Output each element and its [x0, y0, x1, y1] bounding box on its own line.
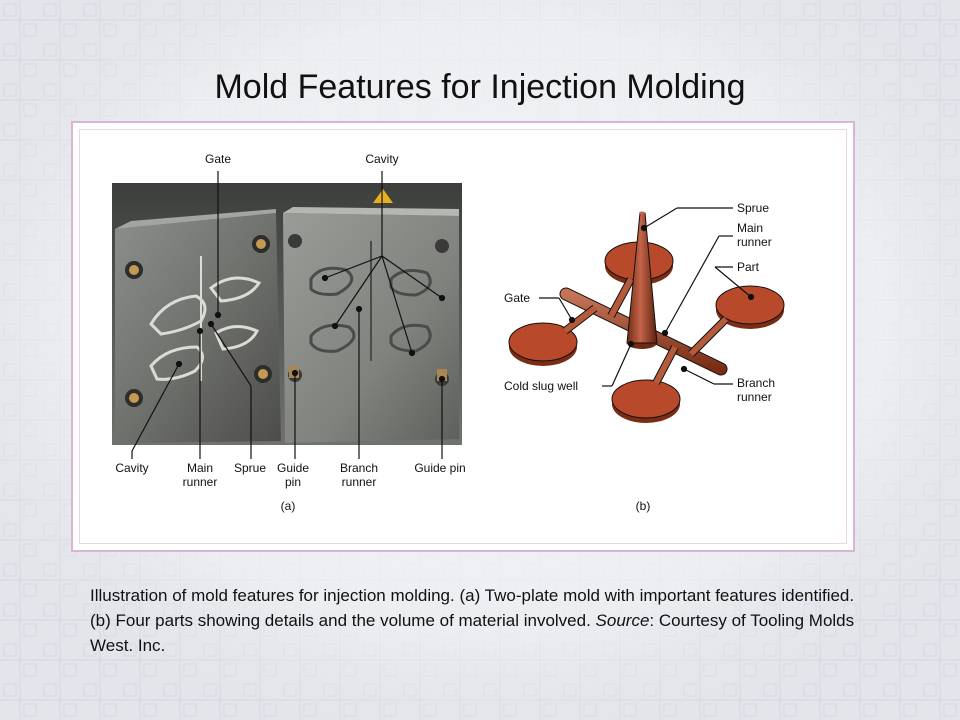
figure-caption: Illustration of mold features for inject… [90, 583, 870, 658]
label-branch-runner-1: Branch [340, 461, 378, 475]
label-guide-pin-right: Guide pin [414, 461, 465, 475]
warning-icon [373, 189, 393, 203]
photo-leaders [131, 171, 446, 459]
label-b-main-runner-2: runner [737, 235, 772, 249]
label-cavity-bottom: Cavity [115, 461, 148, 475]
caption-source-label: Source [595, 611, 650, 630]
illustration-leaders [539, 207, 755, 387]
figure-b-label: (b) [636, 499, 651, 513]
label-b-sprue: Sprue [737, 201, 769, 215]
label-b-branch-runner-2: runner [737, 390, 772, 404]
part-right [715, 285, 785, 329]
label-gate: Gate [205, 152, 231, 166]
caption-text-1: Illustration of mold features for inject… [90, 586, 855, 630]
figure-a-label: (a) [281, 499, 296, 513]
label-main-runner-2: runner [183, 475, 218, 489]
label-b-part: Part [737, 260, 760, 274]
mold-photo [112, 183, 462, 445]
label-guide-pin-1: Guide [277, 461, 309, 475]
slide-title: Mold Features for Injection Molding [214, 68, 746, 106]
figure-canvas: Gate Cavity Cavity Main runner Sprue Gui… [112, 152, 785, 513]
label-cavity-top: Cavity [365, 152, 398, 166]
part-bottom [611, 379, 681, 423]
label-sprue: Sprue [234, 461, 266, 475]
label-main-runner-1: Main [187, 461, 213, 475]
label-b-main-runner-1: Main [737, 221, 763, 235]
caption-text-2: : Courtesy of Tooling Molds West. Inc. [90, 611, 855, 655]
label-branch-runner-2: runner [342, 475, 377, 489]
label-b-branch-runner-1: Branch [737, 376, 775, 390]
part-left [508, 322, 578, 366]
runner-system-illustration [508, 211, 785, 423]
label-guide-pin-2: pin [285, 475, 301, 489]
label-b-gate: Gate [504, 291, 530, 305]
label-b-cold-slug-well: Cold slug well [504, 379, 578, 393]
figure-frame: Gate Cavity Cavity Main runner Sprue Gui… [71, 121, 855, 552]
